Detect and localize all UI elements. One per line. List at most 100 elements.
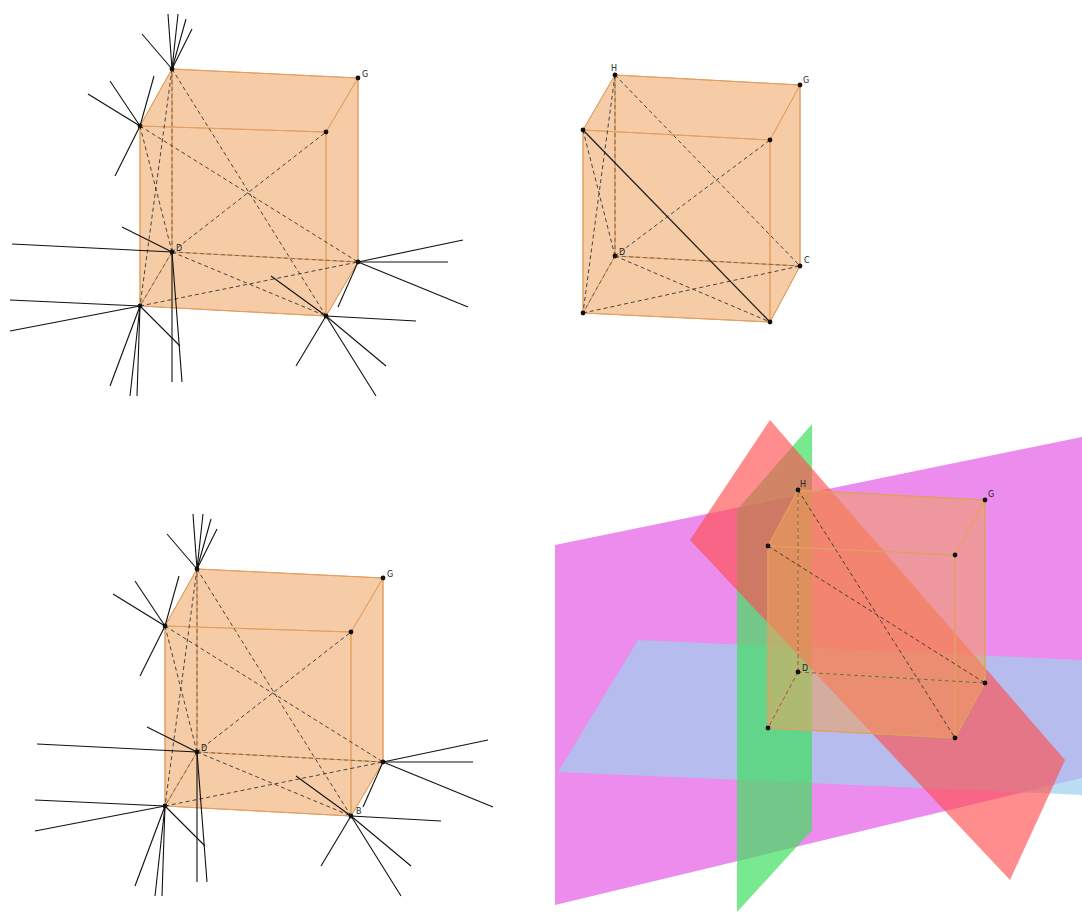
line-through-vertex xyxy=(137,306,140,396)
line-through-vertex xyxy=(12,244,172,252)
line-through-vertex xyxy=(140,76,154,126)
line-through-vertex xyxy=(197,514,203,569)
diagonal-line xyxy=(165,626,197,752)
diagonal-line xyxy=(583,75,615,313)
diagonal-line xyxy=(197,752,351,816)
line-through-vertex xyxy=(162,806,165,896)
cube xyxy=(35,514,493,896)
line-through-vertex xyxy=(321,816,351,866)
line-through-vertex xyxy=(113,594,165,626)
vertex-point xyxy=(796,670,801,675)
hidden-edge xyxy=(768,672,798,728)
diagonal-line xyxy=(165,626,383,762)
vertex-point xyxy=(381,760,386,765)
hidden-edge xyxy=(172,252,358,262)
hidden-edge xyxy=(172,69,173,252)
vertex-point xyxy=(356,76,361,81)
line-through-vertex xyxy=(10,300,140,306)
line-through-vertex xyxy=(383,740,488,762)
vertex-point xyxy=(324,130,329,135)
diagonal-line xyxy=(615,256,770,322)
line-through-vertex xyxy=(35,806,165,831)
vertex-point xyxy=(766,544,771,549)
diagonal-line xyxy=(140,262,358,306)
vertex-point xyxy=(195,567,200,572)
vertex-label: D xyxy=(619,248,625,257)
vertex-point xyxy=(138,124,143,129)
line-through-vertex xyxy=(10,306,140,331)
diagonal-line xyxy=(140,126,358,262)
line-through-vertex xyxy=(171,252,172,382)
cube-face xyxy=(583,130,770,322)
hidden-edge xyxy=(615,75,616,256)
line-through-vertex xyxy=(167,534,197,569)
diagonal-line xyxy=(583,130,615,256)
line-through-vertex xyxy=(142,34,172,69)
line-through-vertex xyxy=(338,262,358,307)
vertex-label: D xyxy=(176,244,182,253)
cube xyxy=(766,488,988,741)
vertex-point xyxy=(613,73,618,78)
diagonal-line xyxy=(172,69,326,316)
vertex-label: D xyxy=(201,744,207,753)
vertex-point xyxy=(953,736,958,741)
line-through-vertex xyxy=(351,816,411,866)
vertex-label: G xyxy=(362,70,368,79)
diagonal-line xyxy=(140,69,172,306)
line-through-vertex xyxy=(122,227,172,252)
hidden-edge xyxy=(197,569,198,752)
line-through-vertex xyxy=(296,316,326,366)
hidden-edge xyxy=(140,252,172,306)
line-through-vertex xyxy=(326,316,416,321)
diagonal-line xyxy=(172,132,326,252)
vertex-point xyxy=(581,128,586,133)
line-through-vertex xyxy=(172,14,178,69)
line-through-vertex xyxy=(363,762,383,807)
vertex-point xyxy=(798,264,803,269)
cube xyxy=(581,73,803,325)
vertex-point xyxy=(766,726,771,731)
diagonal-line xyxy=(165,762,383,806)
diagonal-line xyxy=(615,140,770,256)
line-through-vertex xyxy=(326,316,386,366)
vertex-point xyxy=(163,804,168,809)
line-through-vertex xyxy=(168,14,172,69)
vertex-label: C xyxy=(804,256,810,265)
cube xyxy=(10,14,468,396)
vertex-point xyxy=(768,320,773,325)
hidden-edge xyxy=(165,752,197,806)
vertex-point xyxy=(581,311,586,316)
vertex-point xyxy=(349,814,354,819)
vertex-point xyxy=(356,260,361,265)
cube-face xyxy=(768,546,955,738)
line-through-vertex xyxy=(172,29,192,69)
line-through-vertex xyxy=(197,752,207,882)
vertex-point xyxy=(768,138,773,143)
line-through-vertex xyxy=(351,816,401,896)
vertex-label: G xyxy=(803,76,809,85)
line-through-vertex xyxy=(296,776,351,816)
diagonal-line xyxy=(140,126,172,252)
line-through-vertex xyxy=(358,262,468,307)
line-through-vertex xyxy=(140,306,180,346)
line-through-vertex xyxy=(351,816,441,821)
vertex-point xyxy=(170,250,175,255)
diagonal-line xyxy=(197,569,351,816)
vertex-point xyxy=(983,681,988,686)
vertex-label: D xyxy=(802,664,808,673)
diagonal-line xyxy=(197,632,351,752)
vertex-label: B xyxy=(356,807,362,816)
plane-group xyxy=(555,420,1082,912)
line-through-vertex xyxy=(383,761,473,762)
diagonal-line xyxy=(583,130,770,322)
vertex-label: H xyxy=(611,64,617,73)
line-through-vertex xyxy=(37,744,197,752)
hidden-edge xyxy=(583,256,615,313)
line-through-vertex xyxy=(135,806,165,886)
line-through-vertex xyxy=(172,252,182,382)
vertex-point xyxy=(163,624,168,629)
line-through-vertex xyxy=(196,752,197,882)
line-through-vertex xyxy=(383,762,493,807)
